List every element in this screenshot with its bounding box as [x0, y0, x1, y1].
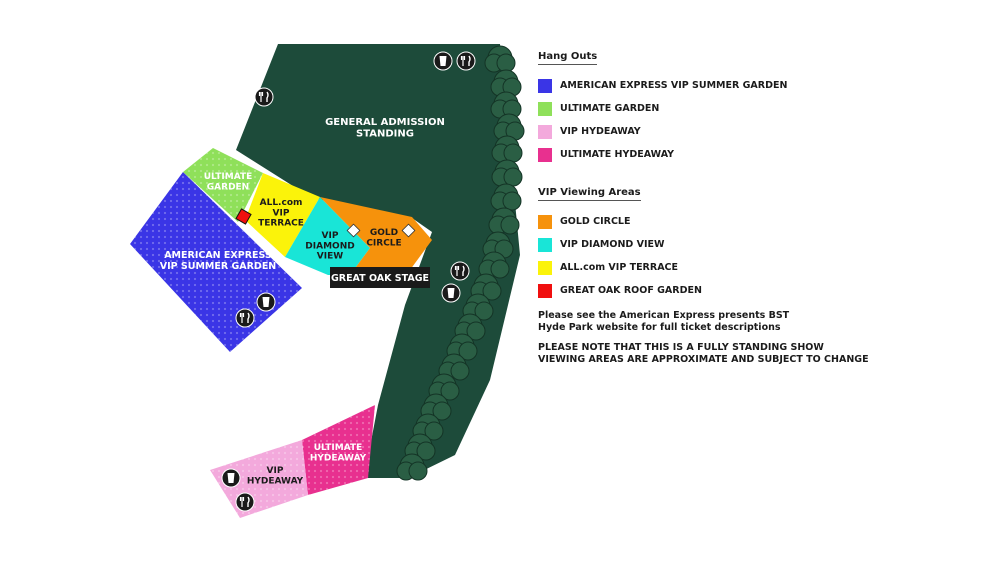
tree-icon [490, 91, 522, 119]
tree-icon [491, 159, 523, 187]
zone-all-com-vip-terrace[interactable] [245, 173, 320, 257]
drink-icon [221, 468, 241, 488]
legend-label: ULTIMATE HYDEAWAY [560, 149, 675, 160]
legend-swatch [538, 237, 552, 252]
diamond-marker-icon [401, 223, 416, 238]
legend-label: GREAT OAK ROOF GARDEN [560, 285, 702, 296]
legend-heading-hang-outs: Hang Outs [538, 51, 598, 65]
legend-item: ULTIMATE GARDEN [538, 97, 978, 120]
legend-label: VIP DIAMOND VIEW [560, 239, 665, 250]
food-icon [450, 261, 470, 281]
legend-item: ULTIMATE HYDEAWAY [538, 143, 978, 166]
legend-item: ALL.com VIP TERRACE [538, 256, 978, 279]
amenity-icons [221, 51, 476, 512]
legend-swatch [538, 124, 552, 139]
legend-item: VIP HYDEAWAY [538, 120, 978, 143]
legend-item: GREAT OAK ROOF GARDEN [538, 279, 978, 302]
drink-icon [433, 51, 453, 71]
zone-vip-diamond-view[interactable] [285, 197, 370, 275]
drink-icon [441, 283, 461, 303]
note-ticket-descriptions: Please see the American Express presents… [538, 310, 790, 333]
food-icon [254, 87, 274, 107]
legend-label: VIP HYDEAWAY [560, 126, 641, 137]
legend-swatch [538, 101, 552, 116]
legend-swatch [538, 78, 552, 93]
legend-item: VIP DIAMOND VIEW [538, 233, 978, 256]
zone-pattern [210, 440, 308, 518]
legend-item: GOLD CIRCLE [538, 210, 978, 233]
food-icon [235, 492, 255, 512]
zone-pattern [302, 405, 375, 495]
legend-swatch [538, 214, 552, 229]
zone-pattern [183, 148, 263, 222]
food-icon [235, 308, 255, 328]
stage [330, 267, 430, 288]
legend-label: GOLD CIRCLE [560, 216, 631, 227]
food-icon [456, 51, 476, 71]
drink-icon [256, 292, 276, 312]
note-standing-show: PLEASE NOTE THAT THIS IS A FULLY STANDIN… [538, 342, 869, 365]
tree-icon [490, 183, 522, 211]
tree-icon [493, 113, 525, 141]
tree-icon [412, 413, 444, 441]
tree-icon [462, 293, 494, 321]
legend: Hang Outs AMERICAN EXPRESS VIP SUMMER GA… [538, 44, 978, 366]
tree-icon [484, 45, 516, 73]
legend-item: AMERICAN EXPRESS VIP SUMMER GARDEN [538, 74, 978, 97]
tree-icon [488, 207, 520, 235]
legend-swatch [538, 283, 552, 298]
legend-label: AMERICAN EXPRESS VIP SUMMER GARDEN [560, 80, 788, 91]
zone-gold-circle[interactable] [320, 197, 432, 275]
zone-great-oak-roof-garden[interactable] [235, 208, 252, 225]
tree-line [396, 45, 525, 481]
tree-icon [491, 135, 523, 163]
legend-heading-vip-viewing: VIP Viewing Areas [538, 187, 641, 201]
legend-swatch [538, 260, 552, 275]
tree-icon [396, 453, 428, 481]
legend-label: ALL.com VIP TERRACE [560, 262, 679, 273]
legend-swatch [538, 147, 552, 162]
label-stage: GREAT OAK STAGE [331, 273, 429, 284]
legend-list-vip-viewing: GOLD CIRCLE VIP DIAMOND VIEW ALL.com VIP T… [538, 210, 978, 302]
diamond-marker-icon [346, 223, 361, 238]
legend-list-hang-outs: AMERICAN EXPRESS VIP SUMMER GARDEN ULTIMA… [538, 74, 978, 166]
tree-icon [478, 251, 510, 279]
legend-label: ULTIMATE GARDEN [560, 103, 660, 114]
